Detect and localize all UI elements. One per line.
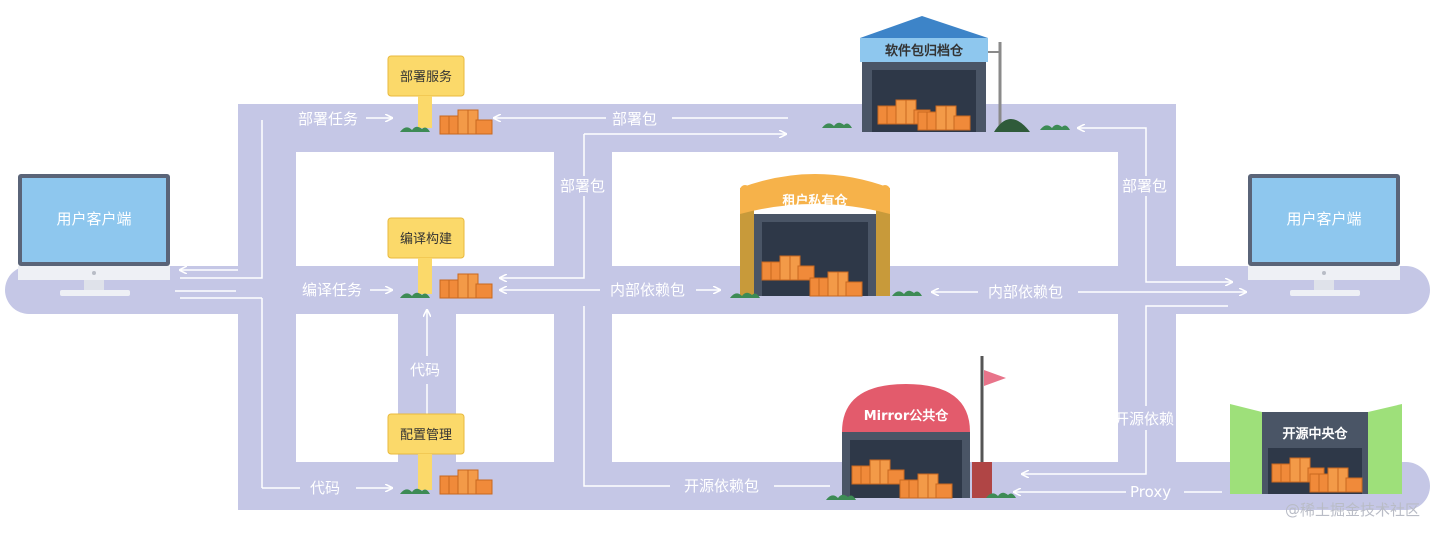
- client-label-left: 用户客户端: [56, 210, 131, 228]
- edge-label-code-vertical: 代码: [410, 361, 440, 379]
- client-monitor-right: 用户客户端: [1248, 174, 1400, 296]
- warehouse-label-mirror: Mirror公共仓: [864, 408, 950, 424]
- sign-config: 配置管理: [387, 413, 493, 495]
- edge-label-deploy-pkg-mid: 部署包: [560, 177, 605, 195]
- warehouse-label-artifact: 软件包归档仓: [885, 43, 964, 59]
- edge-label-deploy-pkg-right: 部署包: [1122, 177, 1167, 195]
- edge-label-internal-dep-right: 内部依赖包: [988, 283, 1063, 301]
- edge-label-code-bottom: 代码: [310, 479, 340, 497]
- flow-lines: [175, 118, 1246, 492]
- edge-label-proxy: Proxy: [1130, 483, 1171, 501]
- client-label-right: 用户客户端: [1286, 210, 1361, 228]
- edge-label-internal-dep-left: 内部依赖包: [610, 281, 685, 299]
- edge-label-deploy-task: 部署任务: [298, 110, 358, 128]
- warehouse-label-central: 开源中央仓: [1282, 426, 1348, 442]
- warehouse-central: 开源中央仓: [1230, 404, 1402, 494]
- sign-label-config: 配置管理: [400, 428, 452, 443]
- warehouse-private: 租户私有仓: [730, 174, 922, 298]
- edge-labels: 部署任务 部署包 部署包 部署包 编译任务 内部依赖包 内部依赖包 代码 代码 …: [298, 110, 1174, 501]
- edge-label-build-task: 编译任务: [302, 281, 362, 299]
- sign-deploy-service: 部署服务: [387, 55, 493, 135]
- client-monitor-left: 用户客户端: [18, 174, 170, 296]
- warehouse-artifact: 软件包归档仓: [822, 16, 1070, 132]
- edge-label-oss-dep-right: 开源依赖: [1114, 410, 1174, 428]
- watermark: @稀土掘金技术社区: [1285, 501, 1420, 519]
- warehouse-label-private: 租户私有仓: [782, 193, 848, 209]
- road-network: [5, 104, 1430, 510]
- warehouse-mirror: Mirror公共仓: [826, 356, 1016, 500]
- edge-label-oss-dep-bottom: 开源依赖包: [684, 477, 759, 495]
- edge-label-deploy-pkg-top: 部署包: [612, 110, 657, 128]
- sign-build: 编译构建: [387, 217, 493, 299]
- sign-label-deploy-service: 部署服务: [400, 69, 452, 85]
- sign-label-build: 编译构建: [400, 232, 452, 247]
